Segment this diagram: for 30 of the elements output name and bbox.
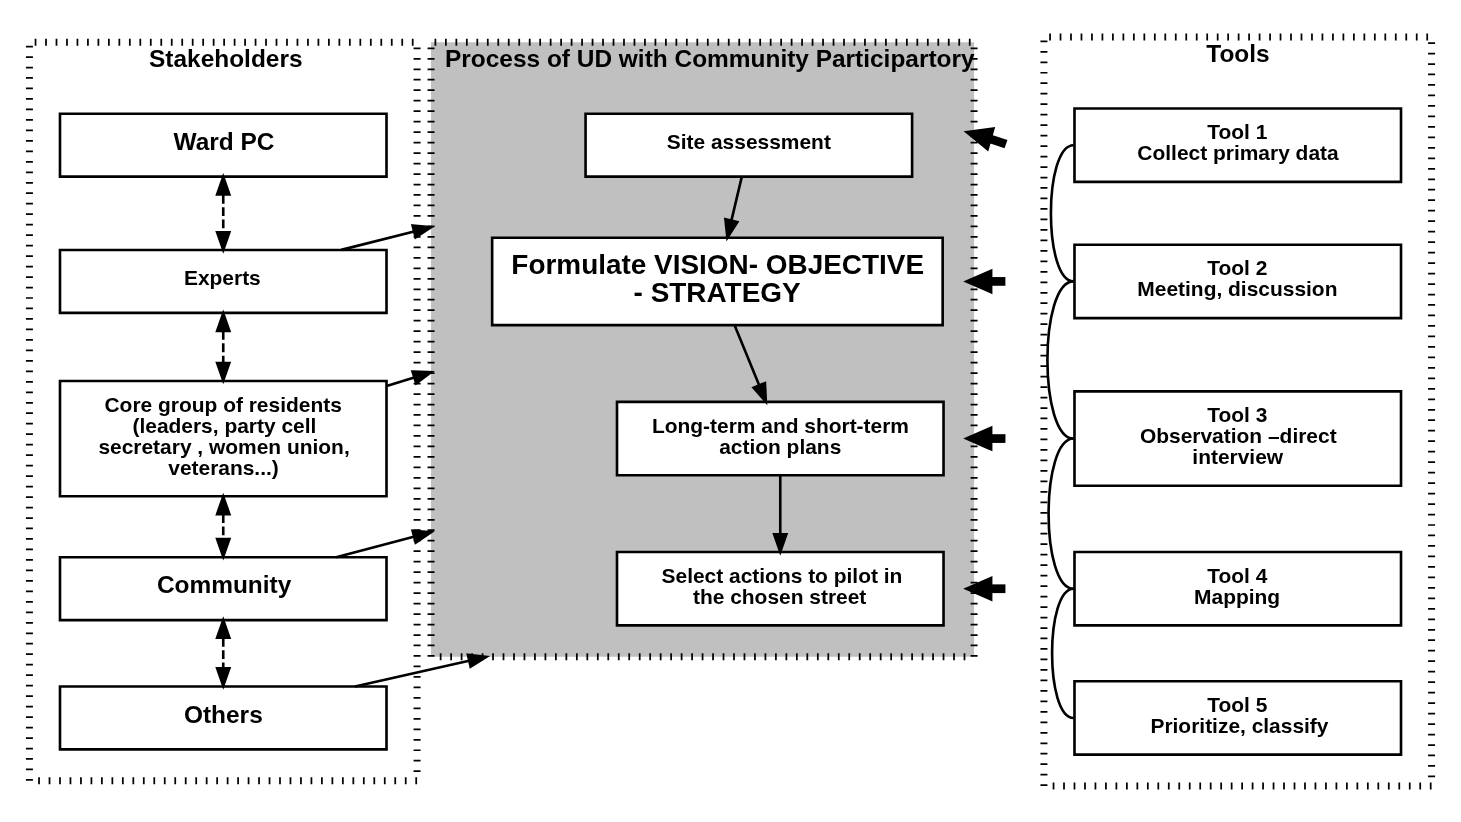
connector [1046, 279, 1075, 440]
node-box: Tool 1 Collect primary data [1073, 106, 1403, 183]
node-box: Others [58, 684, 388, 751]
arrow [386, 369, 435, 387]
node-box: Experts [58, 248, 388, 314]
connector [1050, 587, 1075, 719]
connector [1049, 143, 1075, 283]
node-box: Tool 2 Meeting, discussion [1073, 242, 1403, 319]
node-box: Core group of residents (leaders, party cell secretary , women union, veterans...) [58, 379, 388, 497]
arrow [963, 126, 1008, 152]
arrow [772, 475, 789, 556]
arrow [335, 528, 435, 559]
node-box: Formulate VISION- OBJECTIVE - STRATEGY [490, 235, 944, 326]
arrow [215, 615, 232, 690]
node-box: Long-term and short-term action plans [615, 400, 945, 477]
arrow [354, 652, 491, 688]
arrow [723, 176, 743, 241]
arrow [215, 492, 232, 560]
arrow [215, 172, 232, 254]
arrow [733, 324, 768, 405]
node-box: Tool 3 Observation –direct interview [1073, 389, 1403, 487]
connector [1047, 436, 1075, 590]
arrow [340, 223, 435, 251]
node-box: Site assessment [584, 111, 914, 178]
node-box: Tool 4 Mapping [1073, 550, 1403, 627]
arrow [215, 309, 232, 384]
node-box: Community [58, 555, 388, 621]
node-box: Tool 5 Prioritize, classify [1073, 679, 1403, 756]
node-box: Select actions to pilot in the chosen street [615, 550, 945, 627]
node-box: Ward PC [58, 111, 388, 178]
